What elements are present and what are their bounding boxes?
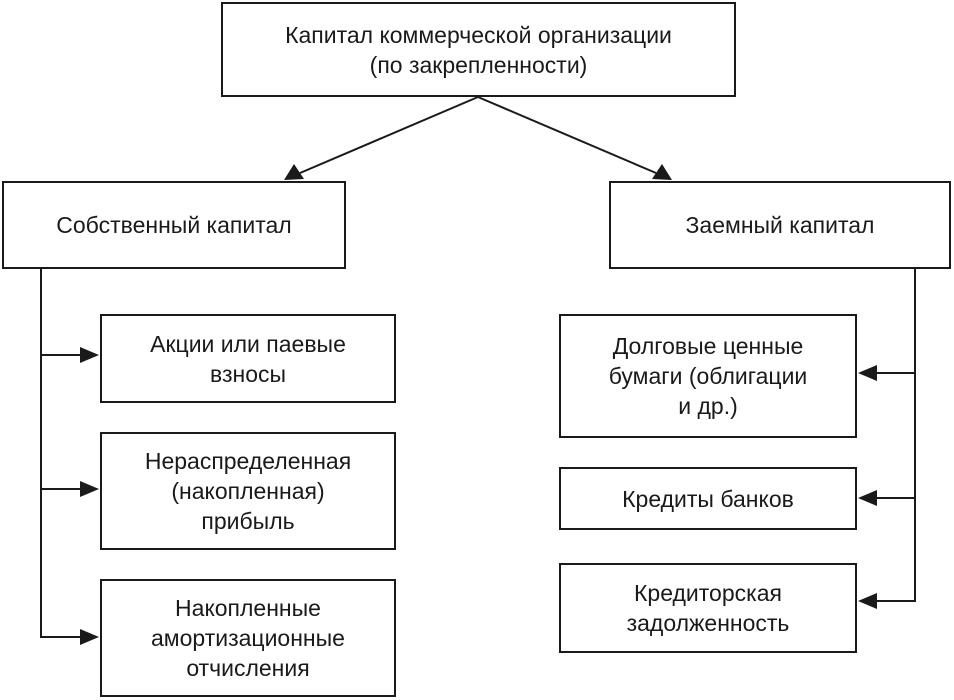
- own-capital-item-shares-line-2: взносы: [209, 360, 287, 387]
- own-capital-item-depreciation-line-3: отчисления: [186, 655, 310, 681]
- own-branch-3-arrowhead: [80, 629, 99, 645]
- borrowed-capital-label: Заемный капитал: [685, 212, 875, 238]
- root-node-subtitle: (по закрепленности): [369, 51, 588, 78]
- borrowed-capital-item-accounts-payable-line-2: задолженность: [626, 610, 790, 636]
- borrowed-branch-1-arrowhead: [858, 365, 877, 381]
- own-capital-item-shares: Акции или паевые взносы: [100, 314, 396, 403]
- root-to-borrowed-arrow-line: [477, 96, 657, 174]
- borrowed-capital-item-debt-securities-line-2: бумаги (облигации: [608, 363, 808, 389]
- own-capital-item-depreciation-line-1: Накопленные: [175, 595, 321, 621]
- root-node-title: Капитал коммерческой организации: [285, 21, 672, 48]
- own-branch-2-arrowhead: [80, 481, 99, 497]
- borrowed-trunk-line: [872, 269, 916, 602]
- root-to-own-arrowhead: [284, 164, 304, 180]
- own-capital-item-retained-earnings-line-1: Нераспределенная: [144, 448, 352, 474]
- borrowed-capital-node: Заемный капитал: [609, 181, 951, 269]
- borrowed-capital-item-debt-securities-line-1: Долговые ценные: [612, 333, 804, 359]
- borrowed-branch-3-arrowhead: [858, 593, 877, 609]
- own-branch-1-arrowhead: [80, 347, 99, 363]
- root-to-borrowed-arrowhead: [652, 164, 672, 180]
- own-capital-item-retained-earnings-line-2: (накопленная): [171, 478, 325, 504]
- borrowed-capital-item-debt-securities: Долговые ценные бумаги (облигации и др.): [559, 314, 857, 438]
- own-capital-item-retained-earnings: Нераспределенная (накопленная) прибыль: [100, 432, 396, 550]
- root-node-capital-commercial-org: Капитал коммерческой организации (по зак…: [221, 2, 736, 97]
- own-capital-item-depreciation-line-2: амортизационные: [151, 625, 345, 651]
- own-capital-item-shares-line-1: Акции или паевые: [150, 330, 346, 357]
- borrowed-capital-item-accounts-payable: Кредиторская задолженность: [559, 563, 857, 653]
- own-capital-item-depreciation: Накопленные амортизационные отчисления: [100, 579, 396, 697]
- borrowed-capital-item-debt-securities-line-3: и др.): [678, 393, 738, 419]
- own-capital-node: Собственный капитал: [2, 181, 346, 269]
- borrowed-capital-item-accounts-payable-line-1: Кредиторская: [634, 580, 782, 606]
- root-to-own-arrow-line: [299, 96, 479, 174]
- own-capital-item-retained-earnings-line-3: прибыль: [201, 508, 295, 534]
- borrowed-branch-2-arrowhead: [858, 490, 877, 506]
- borrowed-capital-item-bank-loans-line-1: Кредиты банков: [622, 485, 794, 512]
- own-capital-label: Собственный капитал: [56, 212, 292, 238]
- own-trunk-line: [40, 269, 90, 638]
- borrowed-capital-item-bank-loans: Кредиты банков: [559, 467, 857, 530]
